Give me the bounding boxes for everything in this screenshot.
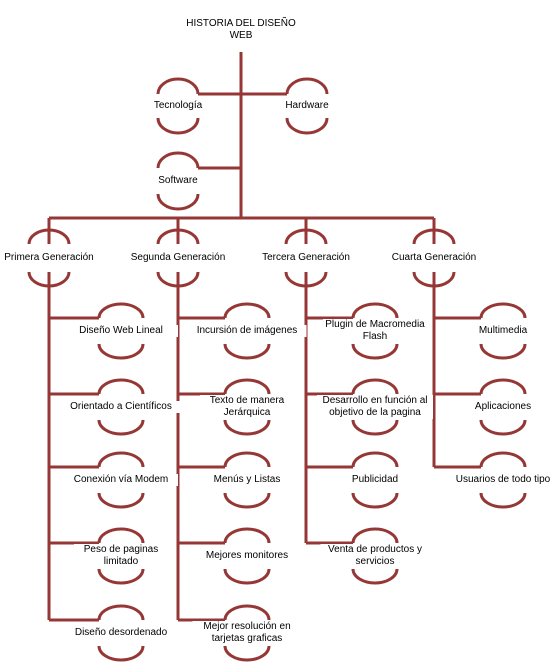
root-label: HISTORIA DEL DISEÑO WEB <box>184 18 298 42</box>
cuarta-item-2: Aplicaciones <box>456 401 550 413</box>
arc-tecnologia <box>156 77 200 135</box>
tercera-item-2: Desarrollo en función al objetivo de la … <box>317 395 433 419</box>
segunda-item-1: Incursión de imágenes <box>187 325 307 337</box>
segunda-item-5: Mejor resolución en tarjetas graficas <box>192 621 302 645</box>
gen-cuarta-label: Cuarta Generación <box>389 252 479 264</box>
primera-item-4: Peso de paginas limitado <box>74 544 168 568</box>
segunda-item-3: Menús y Listas <box>190 474 304 486</box>
arc-software <box>156 151 200 211</box>
primera-item-5: Diseño desordenado <box>64 627 178 639</box>
arcs-primera <box>97 302 145 662</box>
gen-primera-label: Primera Generación <box>2 252 96 264</box>
segunda-item-4: Mejores monitores <box>190 550 304 562</box>
segunda-item-2: Texto de manera Jerárquica <box>200 395 294 419</box>
primera-item-1: Diseño Web Lineal <box>64 325 178 337</box>
cuarta-item-3: Usuarios de todo tipo <box>450 474 555 486</box>
primera-item-3: Conexión vía Modem <box>64 474 178 486</box>
gen-segunda-label: Segunda Generación <box>128 252 228 264</box>
node-software: Software <box>156 175 200 187</box>
arcs-cuarta <box>479 302 527 509</box>
tercera-item-1: Plugin de Macromedia Flash <box>323 319 427 343</box>
arc-hardware <box>285 77 329 135</box>
tercera-item-3: Publicidad <box>323 474 427 486</box>
tercera-item-4: Venta de productos y servicios <box>320 544 430 568</box>
arcs-tercera <box>351 302 399 585</box>
primera-item-2: Orientado a Científicos <box>61 401 181 413</box>
arcs-segunda <box>223 302 271 662</box>
gen-tercera-label: Tercera Generación <box>260 252 352 264</box>
node-tecnologia: Tecnología <box>151 100 205 112</box>
cuarta-item-1: Multimedia <box>456 325 550 337</box>
node-hardware: Hardware <box>283 100 331 112</box>
